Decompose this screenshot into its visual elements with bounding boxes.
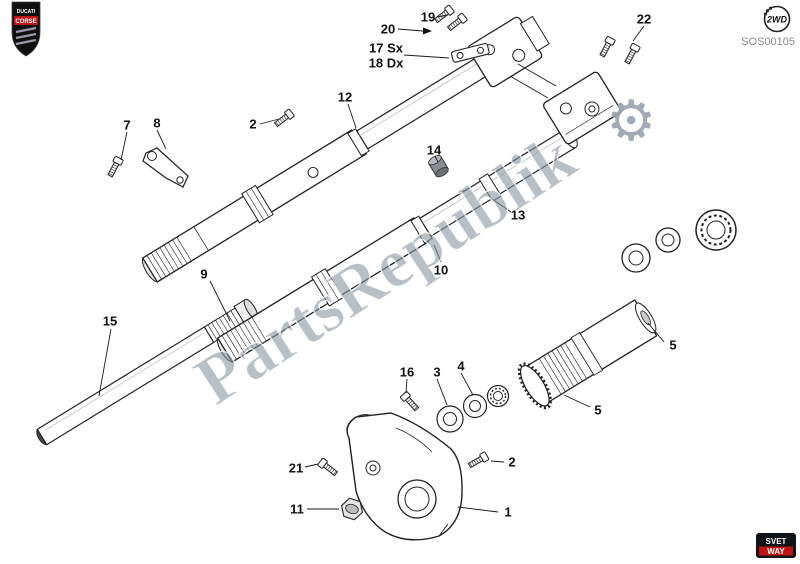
leader-lines bbox=[98, 14, 665, 513]
badge-logo: SVET WAY bbox=[756, 533, 796, 558]
bolt-icon bbox=[316, 457, 340, 478]
twd-logo: 2WD bbox=[763, 5, 791, 33]
gear-icon: ⚙ bbox=[606, 89, 656, 154]
bearing-washers bbox=[621, 209, 737, 273]
small-bearings bbox=[436, 384, 510, 433]
bolt-icon bbox=[622, 42, 641, 66]
bottom-yoke bbox=[346, 412, 463, 541]
cap-icon bbox=[428, 155, 449, 178]
steering-clamp-lower bbox=[543, 71, 621, 145]
cable-guide-icon bbox=[450, 43, 490, 63]
twd-label: 2WD bbox=[766, 15, 788, 25]
ducati-wordmark: DUCATI bbox=[17, 9, 36, 15]
steering-stem bbox=[509, 63, 557, 99]
spindle bbox=[517, 299, 658, 410]
nut-icon bbox=[340, 497, 364, 521]
bolt-icon bbox=[445, 12, 469, 33]
diagram-code: SOS00105 bbox=[741, 36, 795, 48]
ducati-logo: DUCATI CORSE bbox=[11, 1, 41, 57]
lever-icon bbox=[142, 147, 189, 188]
bolt-icon bbox=[432, 4, 456, 25]
bolt-icon bbox=[597, 35, 616, 59]
bolt-icon bbox=[272, 108, 296, 129]
bolt-icon bbox=[466, 451, 490, 470]
bolt-icon bbox=[399, 390, 421, 413]
ducati-corse-label: CORSE bbox=[15, 19, 36, 25]
arrowhead bbox=[423, 27, 432, 35]
badge-line1: SVET bbox=[766, 537, 787, 546]
badge-line2: WAY bbox=[767, 547, 785, 556]
